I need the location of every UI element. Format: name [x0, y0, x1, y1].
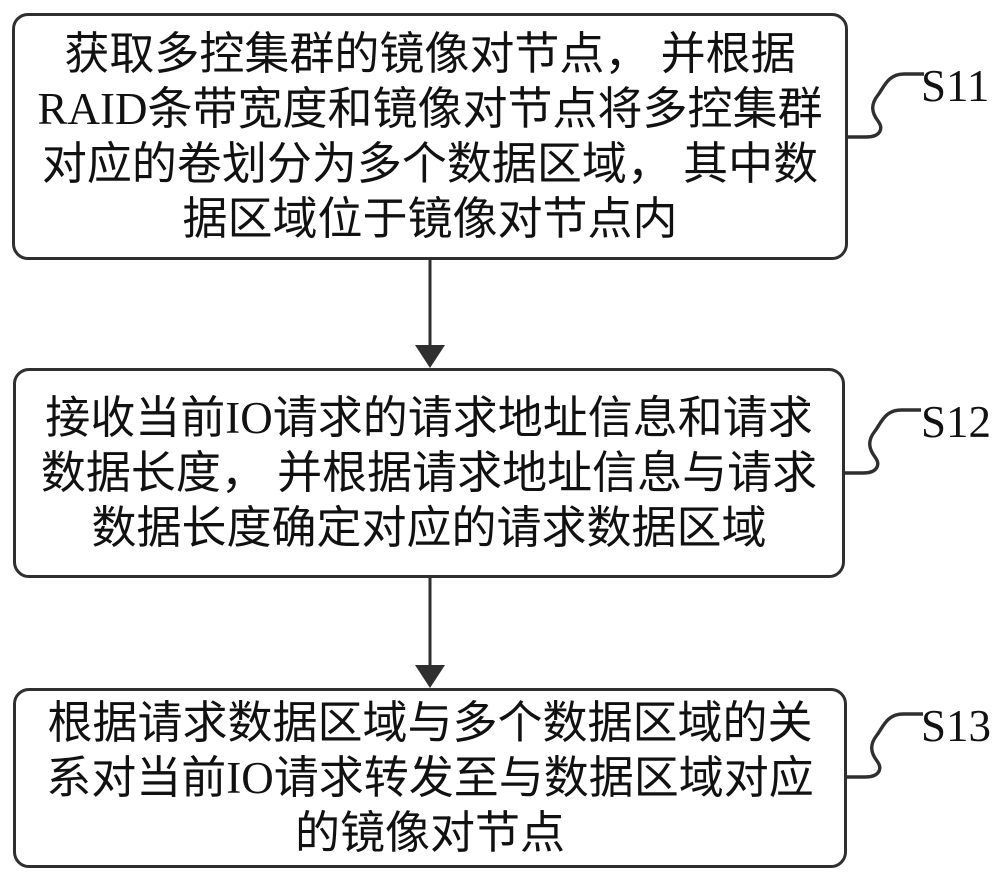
step-text-line: 获取多控集群的镜像对节点， 并根据 — [64, 28, 796, 79]
leader-line-s13 — [845, 712, 923, 779]
step-box-s11: 获取多控集群的镜像对节点， 并根据 RAID条带宽度和镜像对节点将多控集群 对应… — [12, 13, 848, 260]
step-text-line: 根据请求数据区域与多个数据区域的关 — [47, 697, 813, 748]
step-text-line: 数据长度确定对应的请求数据区域 — [91, 502, 767, 553]
down-arrow-step1-to-step2 — [415, 259, 445, 368]
step-text-line: 对应的卷划分为多个数据区域， 其中数 — [41, 138, 819, 189]
step-label-s12: S12 — [921, 397, 992, 447]
step-label-s11: S11 — [921, 61, 990, 111]
step-box-s12: 接收当前IO请求的请求地址信息和请求 数据长度， 并根据请求地址信息与请求 数据… — [13, 368, 845, 578]
step-text-line: 据区域位于镜像对节点内 — [182, 193, 678, 244]
step-label-s13: S13 — [921, 701, 992, 751]
step-text-line: 数据长度， 并根据请求地址信息与请求 — [40, 447, 818, 498]
step-text-line: 的镜像对节点 — [294, 807, 565, 858]
leader-line-s11 — [846, 72, 924, 139]
step-text-line: 接收当前IO请求的请求地址信息和请求 — [45, 392, 813, 443]
down-arrow-step2-to-step3 — [415, 577, 445, 688]
step-text-line: 系对当前IO请求转发至与数据区域对应 — [46, 752, 814, 803]
step-text-line: RAID条带宽度和镜像对节点将多控集群 — [37, 83, 823, 134]
leader-line-s12 — [843, 408, 921, 475]
step-box-s13: 根据请求数据区域与多个数据区域的关 系对当前IO请求转发至与数据区域对应 的镜像… — [13, 688, 847, 868]
